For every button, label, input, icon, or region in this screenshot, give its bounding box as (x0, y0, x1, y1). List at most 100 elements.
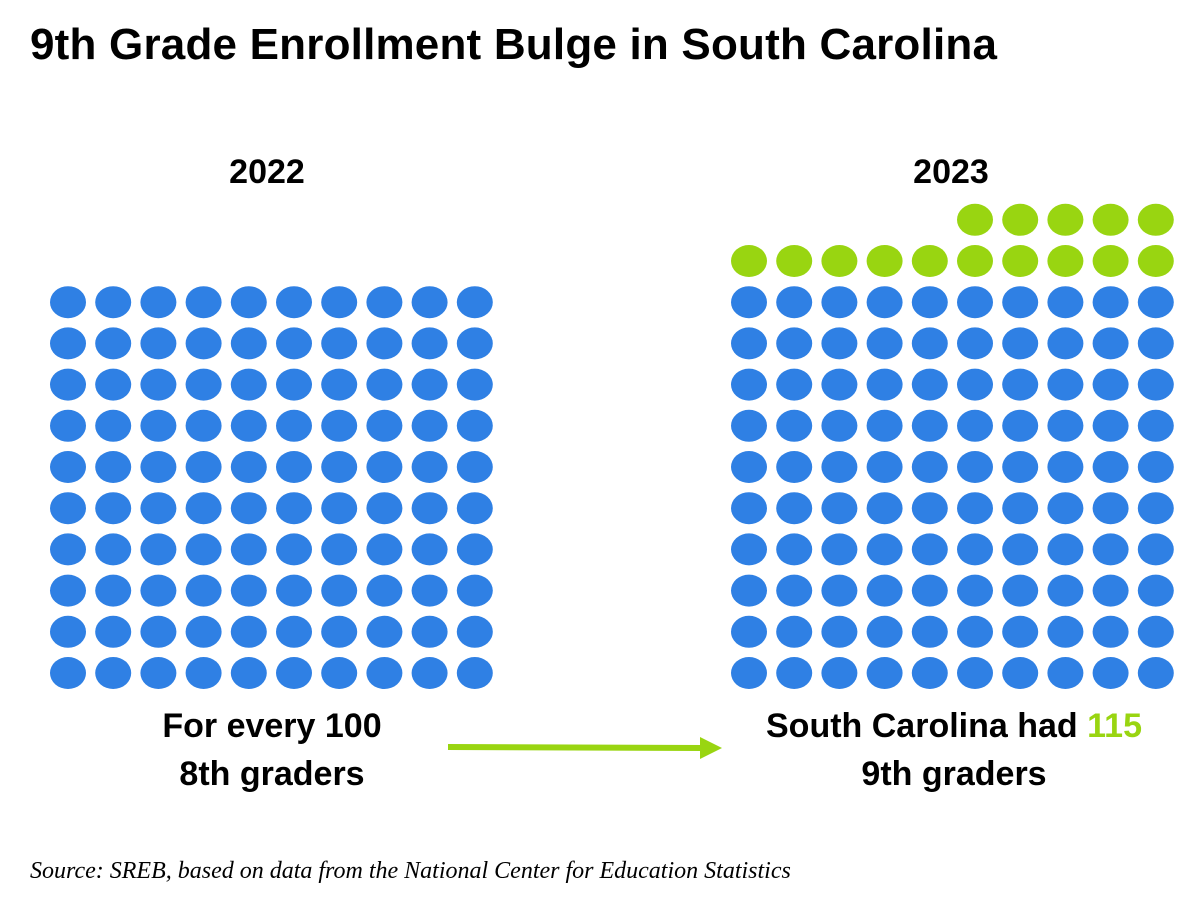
dot-base-2023-41 (731, 492, 767, 525)
arrow-icon (447, 737, 722, 759)
dot-base-2022-83 (140, 327, 177, 360)
dot-base-2022-54 (185, 451, 222, 483)
dot-base-2022-50 (456, 492, 493, 525)
dot-base-2022-28 (366, 574, 403, 607)
dot-base-2023-85 (911, 327, 948, 360)
dot-base-2023-98 (1047, 286, 1084, 319)
dot-base-2022-42 (95, 492, 132, 525)
dot-base-2023-22 (776, 574, 813, 607)
dot-base-2023-18 (1047, 615, 1084, 648)
dot-base-2023-90 (1137, 327, 1174, 360)
dot-base-2023-6 (957, 657, 993, 689)
dot-base-2022-79 (411, 368, 448, 401)
source-note: Source: SREB, based on data from the Nat… (30, 858, 791, 884)
dot-base-2022-88 (366, 327, 403, 360)
dot-extra-2023-12 (1092, 203, 1129, 236)
dot-base-2022-61 (50, 409, 86, 442)
dot-base-2023-45 (911, 492, 948, 525)
dot-base-2023-40 (1137, 533, 1174, 566)
dot-base-2023-36 (957, 533, 993, 566)
dot-base-2022-98 (366, 286, 403, 319)
caption-2023-line1: South Carolina had 115 (704, 702, 1200, 750)
dot-extra-2023-10 (731, 245, 767, 277)
caption-2023-prefix: South Carolina had (766, 707, 1088, 745)
dot-base-2023-99 (1092, 286, 1129, 319)
dot-extra-2023-2 (1092, 245, 1129, 277)
dot-base-2023-59 (1092, 451, 1129, 483)
year-label-2023: 2023 (913, 153, 989, 191)
dot-base-2023-38 (1047, 533, 1084, 566)
dot-base-2022-75 (230, 368, 267, 401)
dot-base-2023-77 (1002, 368, 1039, 401)
dot-base-2022-66 (276, 409, 312, 442)
dot-base-2023-79 (1092, 368, 1129, 401)
dot-base-2023-89 (1092, 327, 1129, 360)
dot-base-2022-48 (366, 492, 403, 525)
dot-extra-2023-3 (1047, 245, 1084, 277)
dot-base-2022-11 (50, 615, 86, 648)
dot-base-2022-64 (185, 409, 222, 442)
dot-base-2023-81 (731, 327, 767, 360)
dot-base-2022-7 (321, 657, 358, 689)
dot-base-2023-16 (957, 615, 993, 648)
year-label-2022: 2022 (229, 153, 305, 191)
dot-base-2022-90 (456, 327, 493, 360)
dot-extra-2023-14 (1002, 203, 1039, 236)
dot-base-2023-52 (776, 451, 813, 483)
dot-base-2023-9 (1092, 657, 1129, 689)
dot-base-2023-34 (866, 533, 903, 566)
dot-base-2023-42 (776, 492, 813, 525)
dot-base-2022-56 (276, 451, 312, 483)
dot-base-2022-31 (50, 533, 86, 566)
dot-base-2023-11 (731, 615, 767, 648)
dot-base-2023-76 (957, 368, 993, 401)
dot-base-2022-68 (366, 409, 403, 442)
dot-base-2022-72 (95, 368, 132, 401)
dot-base-2022-10 (456, 657, 493, 689)
dot-base-2023-25 (911, 574, 948, 607)
dot-base-2023-69 (1092, 409, 1129, 442)
dot-base-2022-89 (411, 327, 448, 360)
dot-base-2022-71 (50, 368, 86, 401)
dot-base-2022-77 (321, 368, 358, 401)
dot-base-2022-1 (50, 657, 86, 689)
dot-base-2023-19 (1092, 615, 1129, 648)
dot-extra-2023-9 (776, 245, 813, 277)
dot-base-2023-87 (1002, 327, 1039, 360)
dot-base-2022-85 (230, 327, 267, 360)
caption-2022: For every 100 8th graders (72, 702, 472, 798)
dot-base-2023-29 (1092, 574, 1129, 607)
dot-extra-2023-1 (1137, 245, 1174, 277)
dot-base-2023-35 (911, 533, 948, 566)
dot-base-2023-4 (866, 657, 903, 689)
dot-base-2022-94 (185, 286, 222, 319)
dot-base-2023-64 (866, 409, 903, 442)
dot-base-2022-69 (411, 409, 448, 442)
dot-base-2022-32 (95, 533, 132, 566)
dot-base-2023-2 (776, 657, 813, 689)
dot-base-2023-92 (776, 286, 813, 319)
dot-base-2023-5 (911, 657, 948, 689)
dot-base-2023-65 (911, 409, 948, 442)
dot-base-2022-15 (230, 615, 267, 648)
dot-base-2023-80 (1137, 368, 1174, 401)
dot-base-2022-58 (366, 451, 403, 483)
dot-base-2022-96 (276, 286, 312, 319)
dot-base-2023-7 (1002, 657, 1039, 689)
dot-base-2023-44 (866, 492, 903, 525)
dot-base-2022-57 (321, 451, 358, 483)
dot-base-2023-31 (731, 533, 767, 566)
dot-extra-2023-13 (1047, 203, 1084, 236)
dot-base-2022-5 (230, 657, 267, 689)
dot-base-2022-78 (366, 368, 403, 401)
dot-base-2023-84 (866, 327, 903, 360)
dot-base-2023-82 (776, 327, 813, 360)
dot-base-2022-16 (276, 615, 312, 648)
dot-base-2023-54 (866, 451, 903, 483)
dot-base-2023-91 (731, 286, 767, 319)
dot-base-2022-13 (140, 615, 177, 648)
dot-base-2022-93 (140, 286, 177, 319)
dot-base-2022-74 (185, 368, 222, 401)
caption-2023-highlight-number: 115 (1087, 707, 1142, 745)
